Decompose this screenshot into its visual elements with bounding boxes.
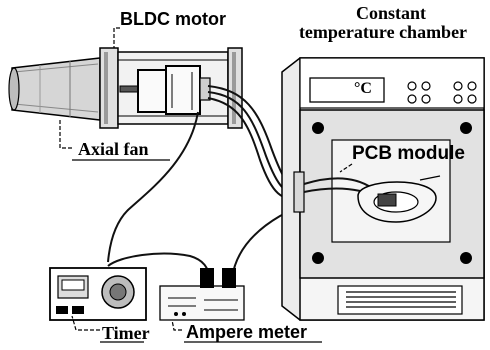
chamber-label-line1: Constant — [355, 3, 426, 23]
bldc-motor-label: BLDC motor — [120, 9, 226, 29]
axial-fan-label: Axial fan — [78, 139, 149, 159]
timer — [49, 267, 147, 321]
ampere-meter-label: Ampere meter — [186, 322, 308, 342]
pcb-module — [303, 175, 441, 223]
ampere-meter — [159, 268, 245, 321]
timer-label: Timer — [102, 323, 150, 343]
leader-lines — [59, 27, 353, 331]
pcb-module-label: PCB module — [352, 143, 465, 164]
axial-fan — [8, 57, 101, 121]
control-buttons — [407, 81, 477, 104]
chamber-display-readout: °C — [354, 80, 372, 97]
chamber-label-line2: temperature chamber — [298, 22, 468, 42]
